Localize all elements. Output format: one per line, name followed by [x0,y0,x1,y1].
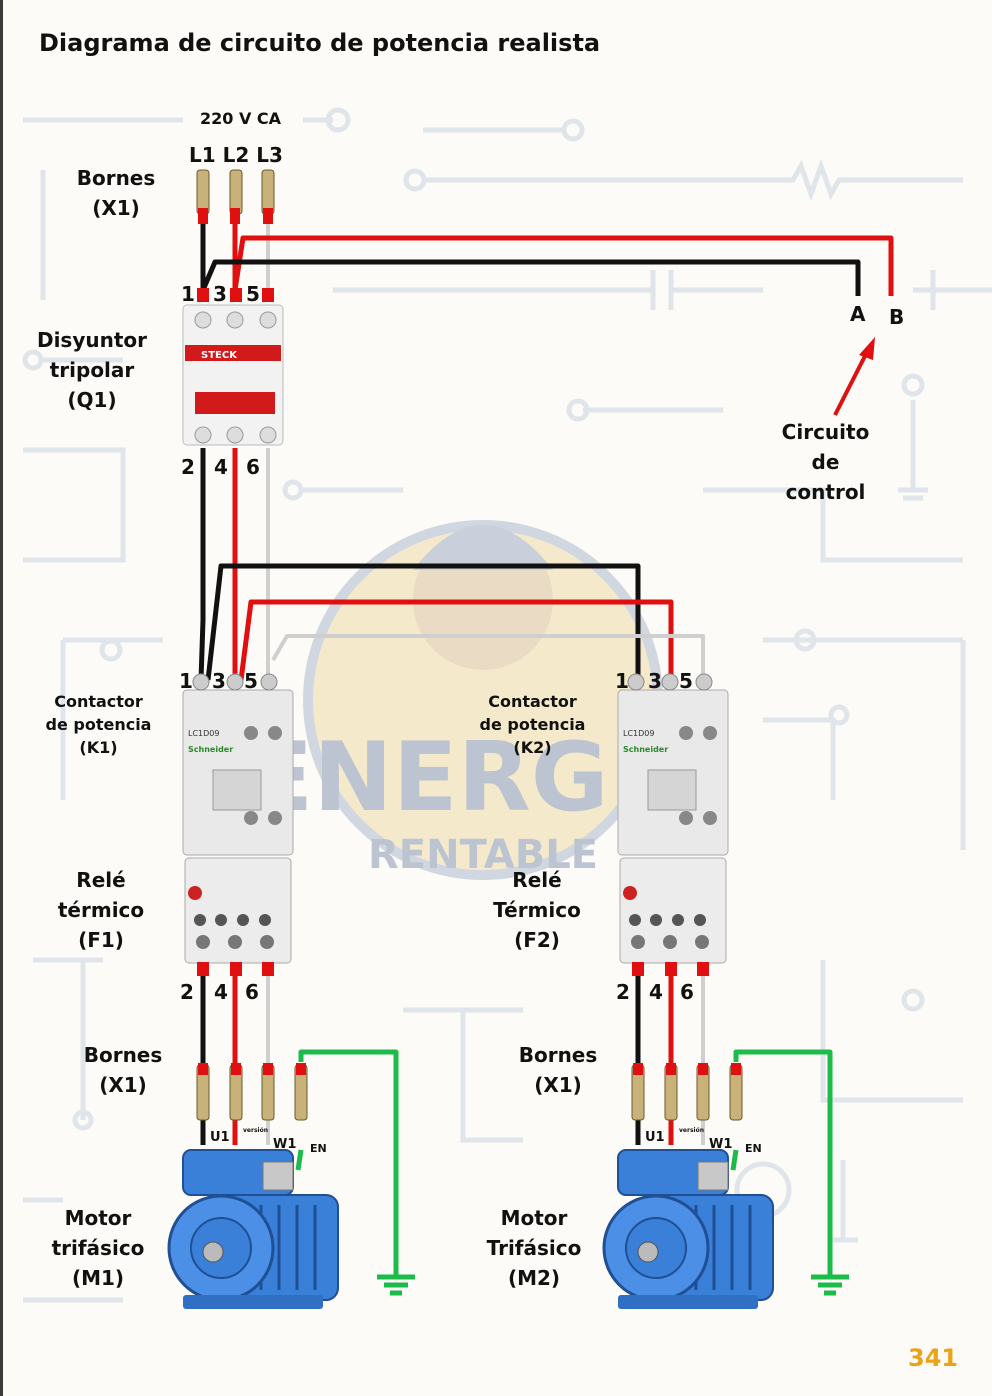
k1-in-3: 3 [212,669,226,693]
label-terminals-top-line2: (X1) [92,196,140,220]
label-m2-line1: Motor [500,1206,568,1230]
m1-terminal-v1: versión [243,1127,268,1134]
label-m2-line2: Trifásico [486,1236,582,1260]
contactor-k2: LC1D09 Schneider [617,673,729,856]
m1-terminal-u1: U1 [210,1130,230,1145]
control-point-b: B [889,305,905,329]
label-breaker-line2: tripolar [49,358,135,382]
f1-out-2: 2 [180,980,194,1004]
label-motor-m1: Motor trifásico (M1) [43,1203,153,1293]
contactor-model-k2: LC1D09 [623,729,654,738]
contactor-model-k1: LC1D09 [188,729,219,738]
background-circuit-decoration [22,107,992,1303]
page-title: Diagrama de circuito de potencia realist… [39,29,601,57]
terminal-block-supply [196,169,275,224]
m2-terminal-w1: W1 [709,1137,733,1152]
label-breaker: Disyuntor tripolar (Q1) [31,325,153,415]
label-f2-line1: Relé [512,868,562,892]
k1-in-1: 1 [179,669,193,693]
label-control-circuit: Circuito de control [768,417,883,507]
m2-terminal-v1: versión [679,1127,704,1134]
breaker-in-3: 3 [213,282,227,306]
breaker-brand: STECK [201,350,238,361]
label-control-line1: Circuito [781,420,870,444]
breaker-q1: STECK [182,288,284,446]
label-terminals-m1-line2: (X1) [99,1073,147,1097]
label-k1-line2: de potencia [45,715,152,734]
relay-f1 [184,857,292,976]
phase-labels: L1 L2 L3 [189,143,283,167]
label-terminals-top: Bornes (X1) [61,163,171,223]
motor-m2 [602,1149,774,1309]
label-terminals-top-line1: Bornes [76,166,156,190]
label-f1-line1: Relé [76,868,126,892]
breaker-out-6: 6 [246,455,260,479]
k2-in-3: 3 [648,669,662,693]
label-breaker-line3: (Q1) [67,388,117,412]
label-m2-line3: (M2) [507,1266,561,1290]
k2-in-1: 1 [615,669,629,693]
page-number: 341 [908,1344,959,1372]
label-breaker-line1: Disyuntor [36,328,148,352]
ground-symbol-m2 [811,1274,849,1296]
label-m1-line1: Motor [64,1206,132,1230]
label-f1-line3: (F1) [78,928,124,952]
breaker-in-5: 5 [246,282,260,306]
breaker-in-1: 1 [181,282,195,306]
label-terminals-m1-line1: Bornes [83,1043,163,1067]
label-k2-line2: de potencia [479,715,586,734]
label-k2-line1: Contactor [488,692,577,711]
label-relay-f1: Relé térmico (F1) [51,865,151,955]
breaker-out-4: 4 [214,455,228,479]
m1-terminal-earth: EN [310,1142,327,1155]
label-m1-line2: trifásico [51,1236,145,1260]
relay-f2 [619,857,727,976]
label-m1-line3: (M1) [71,1266,125,1290]
label-k2-line3: (K2) [513,738,552,757]
f1-out-4: 4 [214,980,228,1004]
label-contactor-k2: Contactor de potencia (K2) [475,690,590,759]
m2-terminal-earth: EN [745,1142,762,1155]
label-terminals-m1: Bornes (X1) [73,1040,173,1100]
label-contactor-k1: Contactor de potencia (K1) [41,690,156,759]
motor-m1 [167,1149,339,1309]
k2-in-5: 5 [679,669,693,693]
label-f1-line2: térmico [57,898,145,922]
control-arrow [833,337,875,416]
f1-out-6: 6 [245,980,259,1004]
label-k1-line3: (K1) [79,738,118,757]
breaker-out-2: 2 [181,455,195,479]
label-motor-m2: Motor Trifásico (M2) [479,1203,589,1293]
f2-out-6: 6 [680,980,694,1004]
terminal-block-m1 [196,1063,308,1121]
contactor-brand-k2: Schneider [623,745,668,754]
contactor-brand-k1: Schneider [188,745,233,754]
supply-voltage: 220 V CA [199,109,282,128]
label-f2-line2: Térmico [493,898,581,922]
label-f2-line3: (F2) [514,928,560,952]
k1-in-5: 5 [244,669,258,693]
label-control-line2: de [811,450,840,474]
wiring [198,220,894,1275]
label-terminals-m2-line1: Bornes [518,1043,598,1067]
label-k1-line1: Contactor [54,692,143,711]
control-point-a: A [850,302,866,326]
label-relay-f2: Relé Térmico (F2) [487,865,587,955]
m1-terminal-w1: W1 [273,1137,297,1152]
contactor-k1: LC1D09 Schneider [182,673,294,856]
label-terminals-m2-line2: (X1) [534,1073,582,1097]
watermark-text-bottom: RENTABLE [368,832,598,878]
ground-symbol-m1 [377,1274,415,1296]
label-control-line3: control [785,480,866,504]
m2-terminal-u1: U1 [645,1130,665,1145]
terminal-block-m2 [631,1063,743,1121]
f2-out-4: 4 [649,980,663,1004]
diagram-canvas: ENERGIA RENTABLE [22,107,992,1309]
f2-out-2: 2 [616,980,630,1004]
label-terminals-m2: Bornes (X1) [508,1040,608,1100]
